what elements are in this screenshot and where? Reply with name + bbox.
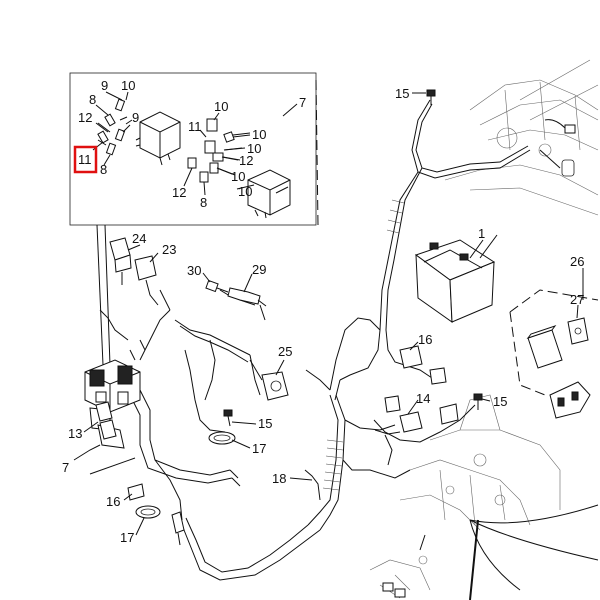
connector-29-30: [205, 279, 267, 307]
callout-inset-12a: 12: [78, 110, 92, 125]
callout-inset-7: 7: [299, 95, 306, 110]
callout-labels: 9 10 8 12 9 11 8 10 11 10 10 12 10 12 8 …: [62, 78, 584, 545]
callout-24: 24: [132, 231, 146, 246]
callout-inset-9b: 9: [132, 110, 139, 125]
callout-1: 1: [478, 226, 485, 241]
leader-lines: [73, 92, 491, 536]
connector-23: [134, 255, 159, 306]
connector-24: [109, 237, 132, 285]
callout-inset-11: 11: [78, 152, 92, 167]
main-harness: [99, 99, 531, 581]
bracket-26-27: [509, 268, 599, 419]
callout-inset-11b: 11: [188, 119, 202, 134]
lower-connector: [171, 511, 185, 546]
callout-inset-10d: 10: [247, 141, 261, 156]
connector-13: [95, 401, 117, 440]
callout-7: 7: [62, 460, 69, 475]
connector-14: [374, 395, 459, 435]
callout-inset-12c: 12: [172, 185, 186, 200]
callout-17-low: 17: [120, 530, 134, 545]
callout-inset-12b: 12: [239, 153, 253, 168]
callout-23: 23: [162, 242, 176, 257]
callout-17-mid: 17: [252, 441, 266, 456]
callout-15-mid: 15: [258, 416, 272, 431]
callout-18: 18: [272, 471, 286, 486]
connector-detail-inset: [69, 72, 319, 226]
inset-pointer-line-2: [104, 224, 111, 366]
bolt-15-top: [426, 89, 436, 105]
battery: [414, 234, 498, 323]
callout-14: 14: [416, 391, 430, 406]
callout-inset-9a: 9: [101, 78, 108, 93]
inset-relay-right: [247, 169, 291, 219]
callout-15-top: 15: [395, 86, 409, 101]
callout-27: 27: [570, 292, 584, 307]
callout-26: 26: [570, 254, 584, 269]
connector-16-mid: [399, 345, 447, 385]
engine-frame-sketch: [369, 394, 599, 599]
callout-inset-10f: 10: [238, 184, 252, 199]
callout-29: 29: [252, 262, 266, 277]
bolt-15-mid: [223, 409, 233, 427]
callout-inset-10a: 10: [121, 78, 135, 93]
inset-terminals-left: [97, 98, 131, 156]
frame-sketch: [444, 59, 599, 216]
inset-leaders: [92, 91, 298, 196]
clamp-17-low: [135, 505, 161, 519]
clamp-16-low: [127, 483, 145, 501]
callout-15-right: 15: [493, 394, 507, 409]
highlight-box: [73, 145, 98, 174]
clamp-17-mid: [208, 431, 236, 445]
callout-inset-10b: 10: [214, 99, 228, 114]
callout-25: 25: [278, 344, 292, 359]
bolt-15-right: [473, 393, 483, 410]
inset-relay-left: [135, 111, 181, 166]
harness-ribbing: [322, 199, 405, 491]
inset-pointer-line: [96, 224, 104, 366]
callout-inset-10e: 10: [231, 169, 245, 184]
callout-16-low: 16: [106, 494, 120, 509]
callout-inset-8c: 8: [200, 195, 207, 210]
callout-inset-8a: 8: [89, 92, 96, 107]
callout-16-mid: 16: [418, 332, 432, 347]
callout-13: 13: [68, 426, 82, 441]
callout-inset-10c: 10: [252, 127, 266, 142]
divider-line: [469, 519, 479, 600]
connector-25: [249, 359, 289, 401]
callout-inset-8b: 8: [100, 162, 107, 177]
callout-30: 30: [187, 263, 201, 278]
